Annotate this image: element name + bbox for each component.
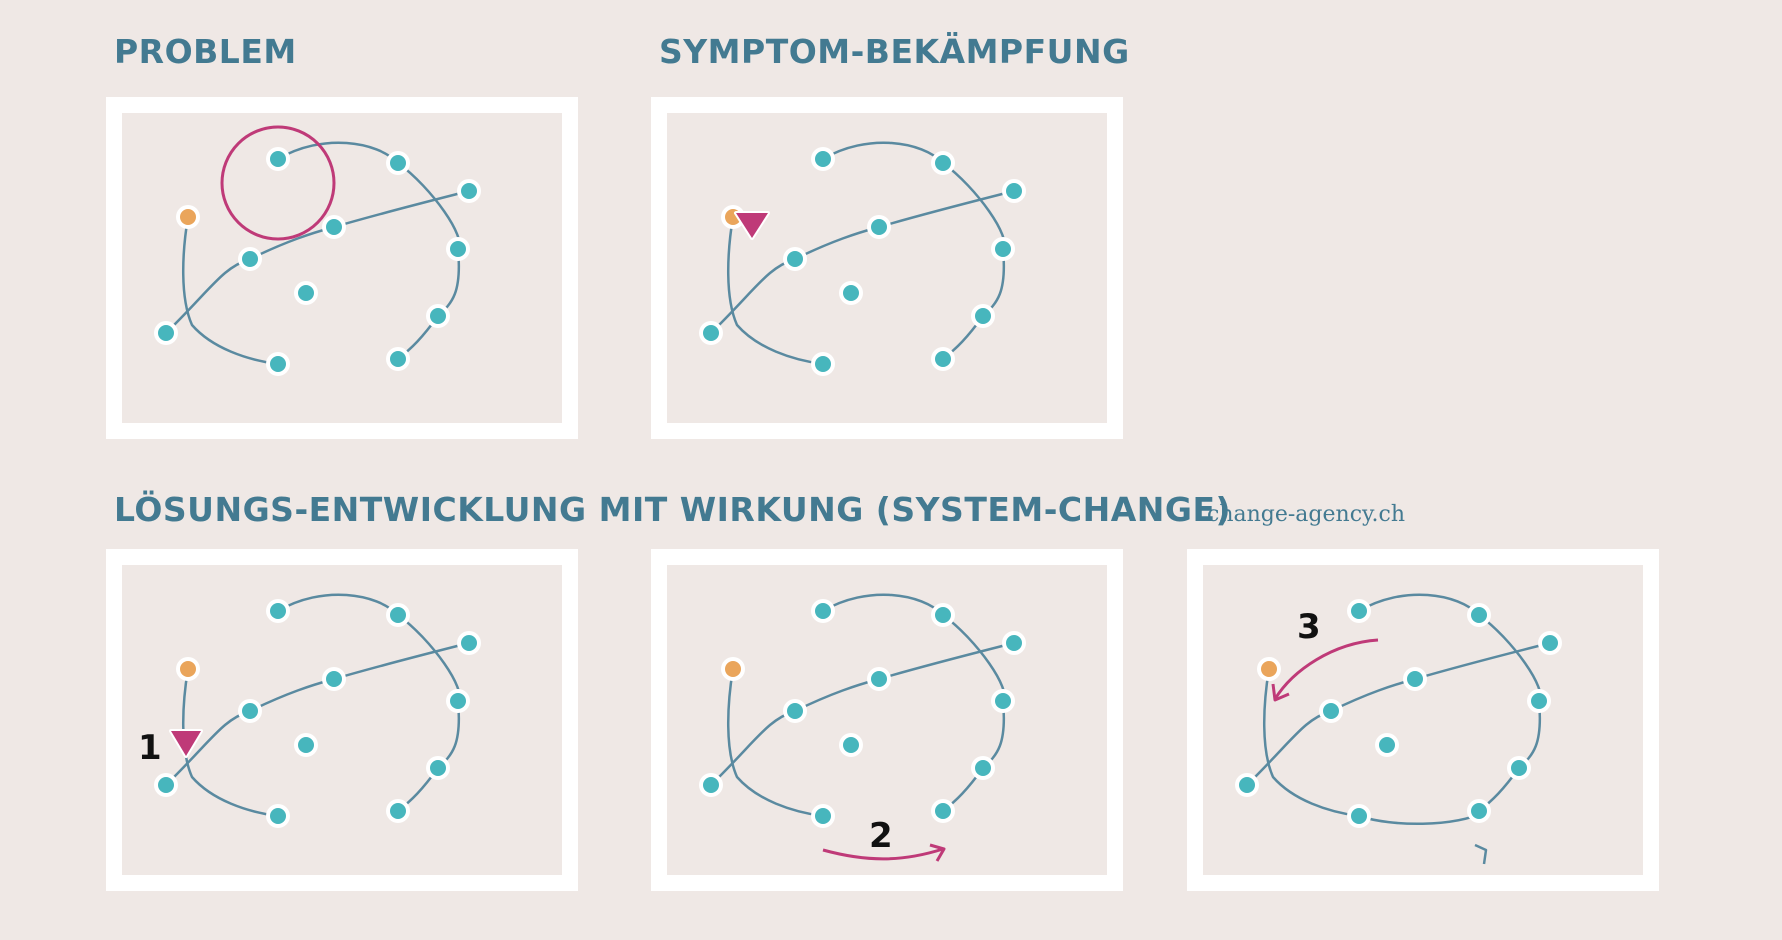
network-node <box>242 703 258 719</box>
connection-curve <box>822 593 1006 812</box>
network-node <box>935 803 951 819</box>
connection-curve <box>165 641 470 786</box>
source-node <box>725 661 741 677</box>
network-node <box>1351 603 1367 619</box>
network-node <box>158 777 174 793</box>
network-node <box>1511 760 1527 776</box>
network-node <box>430 308 446 324</box>
source-node <box>180 661 196 677</box>
arrowhead-icon <box>1271 683 1290 702</box>
network-node <box>975 760 991 776</box>
connection-curve <box>1246 641 1551 786</box>
network-node <box>815 356 831 372</box>
site-credit: change-agency.ch <box>1207 502 1406 527</box>
network-node <box>1379 737 1395 753</box>
network-node <box>1531 693 1547 709</box>
network-node <box>298 737 314 753</box>
step-label-2: 2 <box>869 816 893 856</box>
arrowhead-icon <box>929 843 946 862</box>
network-node <box>815 603 831 619</box>
network-node <box>461 183 477 199</box>
connection-curve <box>277 141 461 360</box>
network-node <box>1471 607 1487 623</box>
network-node <box>815 808 831 824</box>
network-node <box>450 241 466 257</box>
network-diagram: 3 <box>1235 593 1562 865</box>
network-node <box>935 155 951 171</box>
network-node <box>326 219 342 235</box>
network-node <box>843 737 859 753</box>
network-node <box>815 151 831 167</box>
connection-curve <box>277 593 461 812</box>
connection-curve <box>165 189 470 334</box>
network-node <box>298 285 314 301</box>
network-node <box>1471 803 1487 819</box>
panel-solution-2: 2 <box>651 549 1123 891</box>
network-diagram <box>154 125 481 376</box>
network-node <box>326 671 342 687</box>
network-node <box>158 325 174 341</box>
source-node <box>180 209 196 225</box>
heading-solution: LÖSUNGS-ENTWICKLUNG MIT WIRKUNG (SYSTEM-… <box>114 490 1232 529</box>
panel-solution-3: 3 <box>1187 549 1659 891</box>
panel-solution-1: 1 <box>106 549 578 891</box>
connection-curve <box>710 641 1015 786</box>
step-label-1: 1 <box>138 728 162 768</box>
connection-curve <box>710 189 1015 334</box>
network-diagram: 1 <box>138 593 481 828</box>
network-node <box>1407 671 1423 687</box>
network-node <box>1006 183 1022 199</box>
connection-curve <box>1262 668 1486 825</box>
network-node <box>1239 777 1255 793</box>
connection-curve <box>726 216 824 366</box>
intervention-triangle-icon <box>169 729 203 758</box>
network-node <box>242 251 258 267</box>
connection-curve <box>181 668 279 818</box>
network-node <box>975 308 991 324</box>
network-node <box>935 607 951 623</box>
connection-arrow <box>822 847 944 861</box>
network-node <box>390 351 406 367</box>
network-node <box>450 693 466 709</box>
loop-arrowhead-icon <box>1474 843 1488 865</box>
network-node <box>390 155 406 171</box>
network-node <box>430 760 446 776</box>
network-node <box>703 325 719 341</box>
panel-symptom <box>651 97 1123 439</box>
network-node <box>995 241 1011 257</box>
network-node <box>270 808 286 824</box>
network-node <box>1006 635 1022 651</box>
network-node <box>270 603 286 619</box>
step-label-3: 3 <box>1297 607 1321 647</box>
connection-curve <box>822 141 1006 360</box>
network-node <box>871 219 887 235</box>
network-diagram <box>699 141 1026 376</box>
network-node <box>787 703 803 719</box>
network-node <box>703 777 719 793</box>
network-node <box>995 693 1011 709</box>
connection-curve <box>1358 593 1542 812</box>
panel-problem <box>106 97 578 439</box>
network-node <box>270 356 286 372</box>
intervention-triangle-icon <box>734 211 770 240</box>
network-diagram: 2 <box>699 593 1026 862</box>
connection-curve <box>181 216 279 366</box>
heading-problem: PROBLEM <box>114 32 297 71</box>
connection-curve <box>726 668 824 818</box>
problem-circle-marker <box>220 125 336 241</box>
network-node <box>787 251 803 267</box>
network-node <box>390 803 406 819</box>
network-node <box>843 285 859 301</box>
network-node <box>935 351 951 367</box>
heading-symptom: SYMPTOM-BEKÄMPFUNG <box>659 32 1130 71</box>
network-node <box>1351 808 1367 824</box>
source-node <box>1261 661 1277 677</box>
network-node <box>461 635 477 651</box>
feedback-arrow <box>1273 638 1379 700</box>
network-node <box>1542 635 1558 651</box>
network-node <box>390 607 406 623</box>
network-node <box>270 151 286 167</box>
network-node <box>871 671 887 687</box>
network-node <box>1323 703 1339 719</box>
